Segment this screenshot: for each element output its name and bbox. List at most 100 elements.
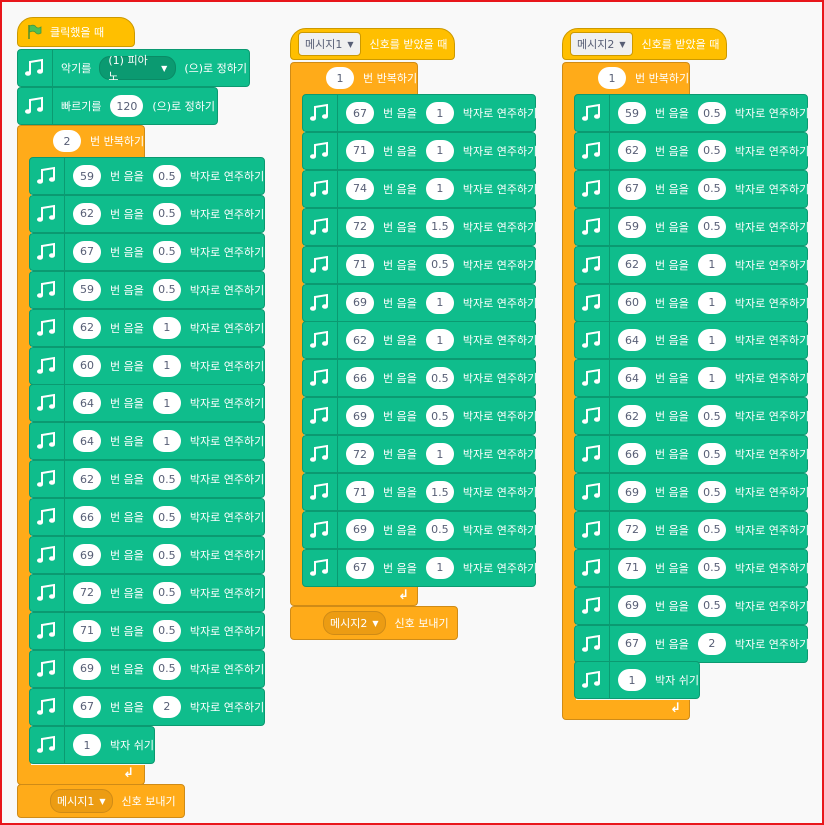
repeat-count-input[interactable]: 1 — [326, 67, 354, 89]
beats-input[interactable]: 0.5 — [152, 278, 181, 301]
rest-block[interactable]: 1 박자 쉬기 — [29, 726, 155, 764]
note-input[interactable]: 67 — [346, 556, 374, 579]
beats-input[interactable]: 1 — [425, 329, 454, 352]
receive-message-dropdown[interactable]: 메시지1▼ — [298, 32, 361, 56]
when-receive-hat[interactable]: 메시지1▼ 신호를 받았을 때 — [290, 28, 455, 60]
note-input[interactable]: 72 — [73, 581, 101, 604]
repeat-1-block[interactable]: 1 번 반복하기 — [290, 62, 418, 94]
note-input[interactable]: 71 — [346, 481, 374, 503]
note-input[interactable]: 64 — [618, 329, 646, 352]
beats-input[interactable]: 0.5 — [152, 619, 181, 642]
beats-input[interactable]: 1 — [425, 556, 454, 579]
broadcast-message-dropdown[interactable]: 메시지1▼ — [50, 789, 113, 813]
note-input[interactable]: 71 — [73, 619, 101, 642]
note-input[interactable]: 59 — [73, 165, 101, 187]
note-input[interactable]: 69 — [73, 657, 101, 680]
beats-input[interactable]: 0.5 — [425, 253, 454, 276]
receive-message-dropdown[interactable]: 메시지2▼ — [570, 32, 633, 56]
beats-input[interactable]: 0.5 — [697, 556, 726, 579]
broadcast-block[interactable]: 메시지2▼ 신호 보내기 — [290, 606, 458, 640]
note-input[interactable]: 72 — [346, 443, 374, 466]
note-input[interactable]: 72 — [618, 518, 646, 541]
beats-input[interactable]: 0.5 — [697, 102, 726, 124]
note-input[interactable]: 62 — [73, 468, 101, 491]
note-input[interactable]: 74 — [346, 177, 374, 200]
beats-input[interactable]: 0.5 — [697, 215, 726, 238]
beats-input[interactable]: 0.5 — [152, 506, 181, 529]
beats-input[interactable]: 0.5 — [152, 468, 181, 491]
note-input[interactable]: 71 — [618, 556, 646, 579]
note-input[interactable]: 64 — [73, 430, 101, 453]
repeat-2-block[interactable]: 2 번 반복하기 — [17, 125, 145, 157]
note-input[interactable]: 62 — [346, 329, 374, 352]
note-input[interactable]: 69 — [73, 544, 101, 566]
note-input[interactable]: 62 — [618, 139, 646, 162]
note-input[interactable]: 67 — [346, 102, 374, 124]
beats-input[interactable]: 0.5 — [425, 405, 454, 428]
note-input[interactable]: 67 — [618, 632, 646, 655]
beats-input[interactable]: 2 — [697, 632, 726, 655]
note-input[interactable]: 64 — [73, 392, 101, 415]
beats-input[interactable]: 1.5 — [425, 215, 454, 238]
tempo-input[interactable]: 120 — [110, 95, 144, 117]
when-receive-hat[interactable]: 메시지2▼ 신호를 받았을 때 — [562, 28, 727, 60]
note-input[interactable]: 66 — [73, 506, 101, 529]
note-input[interactable]: 62 — [618, 253, 646, 276]
note-input[interactable]: 71 — [346, 253, 374, 276]
broadcast-block[interactable]: 메시지1▼ 신호 보내기 — [17, 784, 185, 818]
beats-input[interactable]: 1 — [152, 316, 181, 339]
repeat-count-input[interactable]: 1 — [598, 67, 626, 89]
beats-input[interactable]: 0.5 — [697, 594, 726, 617]
beats-input[interactable]: 1 — [425, 102, 454, 124]
note-input[interactable]: 59 — [73, 278, 101, 301]
beats-input[interactable]: 1 — [697, 253, 726, 276]
beats-input[interactable]: 1 — [425, 177, 454, 200]
beats-input[interactable]: 1.5 — [425, 481, 454, 503]
rest-beats-input[interactable]: 1 — [73, 734, 101, 756]
note-input[interactable]: 71 — [346, 139, 374, 162]
note-input[interactable]: 69 — [346, 405, 374, 428]
beats-input[interactable]: 1 — [697, 291, 726, 314]
broadcast-message-dropdown[interactable]: 메시지2▼ — [323, 611, 386, 635]
note-input[interactable]: 62 — [618, 405, 646, 428]
beats-input[interactable]: 1 — [425, 443, 454, 466]
beats-input[interactable]: 0.5 — [152, 657, 181, 680]
note-input[interactable]: 69 — [346, 518, 374, 541]
beats-input[interactable]: 0.5 — [152, 240, 181, 263]
beats-input[interactable]: 1 — [152, 354, 181, 377]
beats-input[interactable]: 0.5 — [152, 165, 181, 187]
set-instrument-block[interactable]: 악기를 (1) 피아노▼ (으)로 정하기 — [17, 49, 250, 87]
beats-input[interactable]: 0.5 — [152, 581, 181, 604]
note-input[interactable]: 60 — [73, 354, 101, 377]
repeat-1-block[interactable]: 1 번 반복하기 — [562, 62, 690, 94]
beats-input[interactable]: 1 — [152, 392, 181, 415]
beats-input[interactable]: 0.5 — [697, 177, 726, 200]
note-input[interactable]: 59 — [618, 102, 646, 124]
